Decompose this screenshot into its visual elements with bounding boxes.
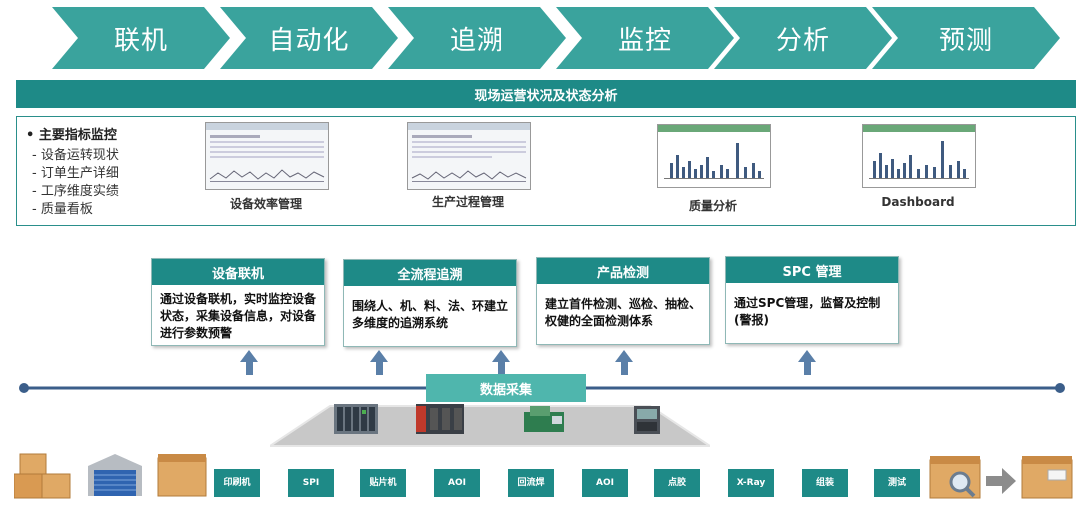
process-step-assembly: 组装 — [802, 469, 848, 497]
stage-chevron-3: 追溯 — [388, 7, 566, 69]
kpi-item: - 工序维度实绩 — [32, 184, 119, 199]
section-banner: 现场运营状况及状态分析 — [16, 80, 1076, 108]
card-body: 通过SPC管理，监督及控制 (警报) — [734, 296, 881, 327]
finished-box-icon — [1021, 456, 1073, 499]
thumbnail-label: 质量分析 — [688, 199, 737, 213]
machine-icon — [524, 406, 564, 432]
process-step-test: 测试 — [874, 469, 920, 497]
card-full-traceability: 全流程追溯 围绕人、机、料、法、环建立多维度的追溯系统 — [343, 259, 517, 347]
process-step-mounter: 贴片机 — [360, 469, 406, 497]
warehouse-icon — [88, 454, 142, 496]
process-step-spi: SPI — [288, 469, 334, 497]
up-arrow-icon — [498, 361, 505, 375]
up-arrow-icon — [804, 361, 811, 375]
thumbnail-label: 生产过程管理 — [431, 195, 504, 209]
card-title: 产品检测 — [537, 258, 709, 284]
thumbnail-label: 设备效率管理 — [229, 197, 302, 211]
stage-chevron-5: 分析 — [714, 7, 892, 69]
raw-material-boxes-icon — [14, 453, 71, 499]
stage-chevron-4: 监控 — [556, 7, 734, 69]
card-title: 设备联机 — [152, 259, 324, 285]
controller-icon — [416, 404, 464, 434]
card-title: 全流程追溯 — [344, 260, 516, 286]
process-step-printer: 印刷机 — [214, 469, 260, 497]
card-body: 通过设备联机，实时监控设备状态，采集设备信息，对设备进行参数预警 — [160, 292, 317, 340]
up-arrow-icon — [621, 361, 628, 375]
thumbnail-label: Dashboard — [881, 195, 955, 209]
stage-label: 监控 — [617, 25, 672, 56]
kpi-item: - 订单生产详细 — [32, 166, 119, 181]
up-arrow-icon — [615, 350, 633, 362]
dashboard-thumbnail — [862, 124, 976, 188]
material-box-icon — [157, 454, 207, 497]
kpi-title: • 主要指标监控 — [26, 128, 117, 143]
up-arrow-icon — [492, 350, 510, 362]
production-process-thumbnail — [407, 122, 531, 190]
inspection-box-icon — [929, 456, 981, 499]
stage-chevron-6: 预测 — [872, 7, 1060, 69]
stage-label: 分析 — [775, 25, 830, 56]
card-equipment-connection: 设备联机 通过设备联机，实时监控设备状态，采集设备信息，对设备进行参数预警 — [151, 258, 325, 346]
process-step-aoi-2: AOI — [582, 469, 628, 497]
card-product-inspection: 产品检测 建立首件检测、巡检、抽检、权健的全面检测体系 — [536, 257, 710, 345]
card-title: SPC 管理 — [726, 257, 898, 283]
plc-rack-icon — [334, 404, 378, 434]
process-step-aoi: AOI — [434, 469, 480, 497]
up-arrow-icon — [798, 350, 816, 362]
up-arrow-icon — [240, 350, 258, 362]
right-arrow-icon — [986, 468, 1016, 494]
stage-chevron-2: 自动化 — [220, 7, 398, 69]
up-arrow-icon — [246, 361, 253, 375]
card-body: 建立首件检测、巡检、抽检、权健的全面检测体系 — [545, 297, 702, 328]
process-step-xray: X-Ray — [728, 469, 774, 497]
stage-label: 追溯 — [449, 25, 504, 56]
data-collection-label: 数据采集 — [426, 374, 586, 402]
stage-label: 自动化 — [268, 25, 350, 56]
card-body: 围绕人、机、料、法、环建立多维度的追溯系统 — [352, 299, 509, 330]
process-step-dispensing: 点胶 — [654, 469, 700, 497]
quality-analysis-thumbnail — [657, 124, 771, 188]
stage-label: 联机 — [113, 25, 168, 56]
equipment-efficiency-thumbnail — [205, 122, 329, 190]
process-step-reflow: 回流焊 — [508, 469, 554, 497]
up-arrow-icon — [376, 361, 383, 375]
stage-chevron-1: 联机 — [52, 7, 230, 69]
kpi-item: - 质量看板 — [32, 202, 93, 217]
kpi-item: - 设备运转现状 — [32, 148, 119, 163]
up-arrow-icon — [370, 350, 388, 362]
stage-label: 预测 — [938, 25, 993, 56]
card-spc-management: SPC 管理 通过SPC管理，监督及控制 (警报) — [725, 256, 899, 344]
monitoring-panel — [16, 116, 1076, 226]
terminal-icon — [634, 406, 660, 434]
